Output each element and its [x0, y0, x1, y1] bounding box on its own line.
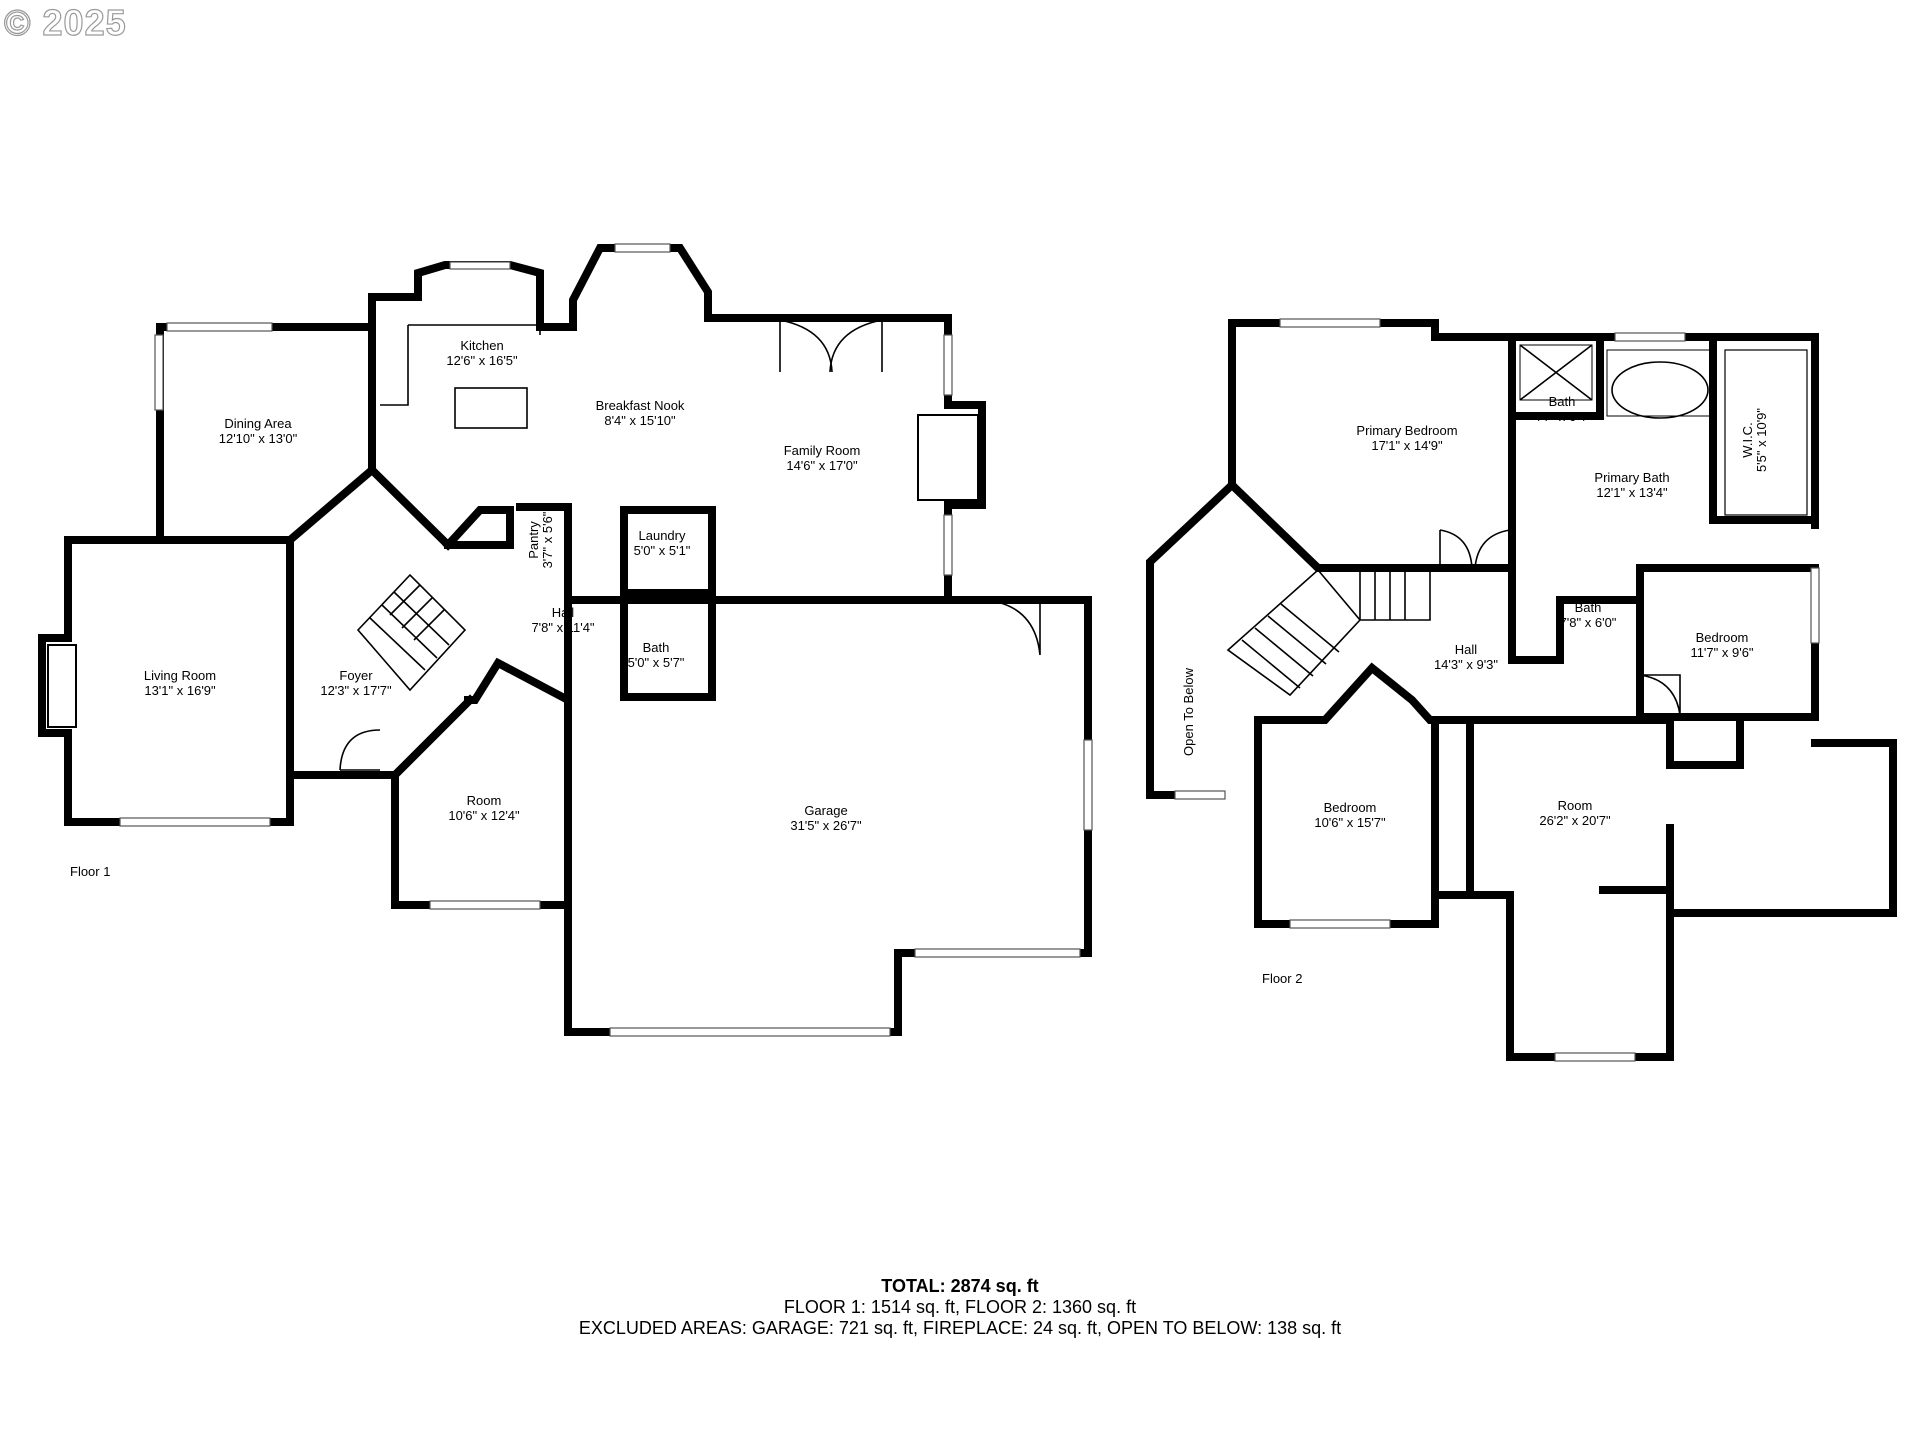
room-name: Kitchen: [460, 338, 503, 353]
room-name: Laundry: [639, 528, 686, 543]
total-value: 2874 sq. ft: [950, 1276, 1039, 1296]
room-dims: 8'4" x 15'10": [604, 413, 676, 428]
room-name: Hall: [1455, 642, 1478, 657]
room-dims: 12'3" x 17'7": [320, 683, 392, 698]
room-name: Hall: [552, 605, 575, 620]
total-prefix: TOTAL:: [881, 1276, 946, 1296]
floor-2-label: Floor 2: [1262, 971, 1302, 986]
room-dims: 11'7" x 9'6": [1690, 645, 1753, 660]
room-name: Bath: [1575, 600, 1602, 615]
room-dims: 12'6" x 16'5": [446, 353, 518, 368]
room-dims: 3'7" x 5'6": [540, 511, 555, 568]
room-name: Dining Area: [224, 416, 292, 431]
floor-1-label: Floor 1: [70, 864, 110, 879]
room-dims: 12'1" x 13'4": [1596, 485, 1668, 500]
room-name: Bedroom: [1696, 630, 1749, 645]
room-dims: 12'10" x 13'0": [219, 431, 298, 446]
room-dims: 14'6" x 17'0": [786, 458, 858, 473]
room-name: Foyer: [339, 668, 373, 683]
floor-2-stairs: [1226, 568, 1431, 697]
svg-text:Pantry3'7" x 5'6": Pantry3'7" x 5'6": [526, 511, 555, 568]
room-dims: 7'8" x 6'0": [1560, 615, 1617, 630]
room-name: Pantry: [526, 521, 541, 559]
area-totals: TOTAL: 2874 sq. ft FLOOR 1: 1514 sq. ft,…: [0, 1276, 1920, 1339]
excluded-areas-line: EXCLUDED AREAS: GARAGE: 721 sq. ft, FIRE…: [578, 1318, 1342, 1338]
room-dims: 14'3" x 9'3": [1434, 657, 1498, 672]
floor-1-stairs: [356, 573, 467, 692]
room-dims: 5'0" x 5'7": [628, 655, 685, 670]
room-dims: 4'7" x 6'4": [1534, 409, 1591, 424]
room-name: Breakfast Nook: [596, 398, 685, 413]
room-dims: 5'5" x 10'9": [1754, 408, 1769, 472]
room-dims: 7'8" x 11'4": [531, 620, 594, 635]
room-name: Room: [467, 793, 502, 808]
room-dims: 5'0" x 5'1": [634, 543, 691, 558]
room-name: Primary Bedroom: [1356, 423, 1457, 438]
copyright-watermark: © 2025: [3, 1, 127, 43]
room-dims: 13'1" x 16'9": [144, 683, 216, 698]
room-name: Bath: [643, 640, 670, 655]
room-name: Room: [1558, 798, 1593, 813]
open-to-below-label: Open To Below: [1181, 667, 1196, 756]
bathtub: [1611, 361, 1709, 419]
floor-2-plan: [1146, 318, 1897, 1062]
room-dims: 10'6" x 12'4": [448, 808, 520, 823]
kitchen-island: [454, 387, 528, 429]
room-dims: 31'5" x 26'7": [790, 818, 862, 833]
room-name: Bath: [1549, 394, 1576, 409]
room-name: Garage: [804, 803, 847, 818]
room-dims: 26'2" x 20'7": [1539, 813, 1611, 828]
floor-areas-line: FLOOR 1: 1514 sq. ft, FLOOR 2: 1360 sq. …: [783, 1297, 1137, 1317]
room-name: Family Room: [784, 443, 861, 458]
room-dims: 17'1" x 14'9": [1371, 438, 1443, 453]
room-name: Primary Bath: [1594, 470, 1669, 485]
room-name: Living Room: [144, 668, 216, 683]
svg-text:W.I.C.5'5" x 10'9": W.I.C.5'5" x 10'9": [1740, 408, 1769, 472]
room-dims: 10'6" x 15'7": [1314, 815, 1386, 830]
floor-1-plan: [38, 243, 1093, 1037]
total-line: TOTAL: 2874 sq. ft: [0, 1276, 1920, 1297]
room-name: W.I.C.: [1740, 422, 1755, 457]
room-name: Bedroom: [1324, 800, 1377, 815]
